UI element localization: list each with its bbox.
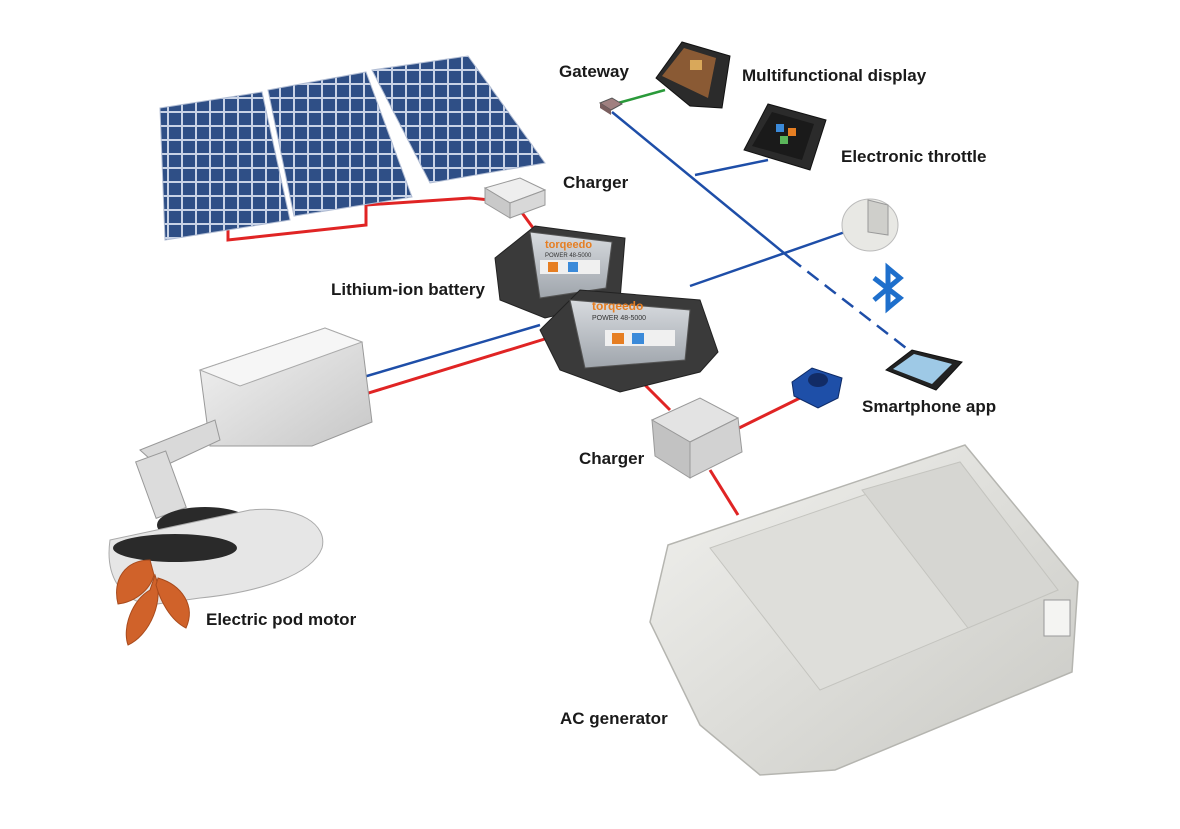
label-charger-bottom: Charger (579, 449, 645, 468)
charger-bottom-device (650, 397, 743, 479)
charger-top-device (483, 177, 547, 219)
label-gateway: Gateway (559, 62, 629, 81)
battery-brand-lower: torqeedo (592, 299, 643, 313)
label-electronic-throttle: Electronic throttle (841, 147, 987, 166)
battery-to-motor-data-cable (359, 323, 541, 380)
lithium-ion-battery-lower: torqeedo POWER 48-5000 (539, 289, 719, 393)
solar-panel-right (371, 55, 546, 184)
label-charger-top: Charger (563, 173, 629, 192)
bluetooth-icon (872, 262, 904, 314)
charger-to-generator-cable (708, 469, 740, 516)
bus-to-display-cable (694, 158, 769, 177)
ac-generator-device (649, 444, 1079, 776)
label-multifunctional-display: Multifunctional display (742, 66, 927, 85)
backbone-cable (611, 111, 791, 259)
label-ac-generator: AC generator (560, 709, 668, 728)
throttle-lever-device (841, 198, 899, 252)
electronic-throttle-device (743, 103, 827, 171)
gateway-to-display-cable (617, 88, 666, 105)
charger-to-shore-cable (734, 396, 801, 432)
solar-panels (159, 55, 546, 241)
propeller (116, 559, 190, 646)
shore-power-plug (791, 367, 843, 409)
smartphone-device (884, 349, 963, 391)
motor-control-box (198, 327, 373, 447)
solar-panel-left (159, 91, 291, 241)
label-lithium-ion-battery: Lithium-ion battery (331, 280, 485, 299)
gateway-device (598, 97, 624, 115)
power-cables (226, 196, 801, 516)
battery-model-lower: POWER 48-5000 (592, 315, 646, 322)
label-smartphone-app: Smartphone app (862, 397, 997, 416)
solar-panel-middle (267, 71, 413, 217)
solar-power-cable (226, 196, 511, 242)
battery-brand-upper: torqeedo (545, 239, 592, 251)
battery-model-upper: POWER 48-5000 (545, 253, 592, 259)
battery-to-motor-power-cable (361, 336, 549, 397)
bus-to-throttle-cable (689, 230, 846, 288)
data-cables (359, 111, 916, 380)
label-electric-pod-motor: Electric pod motor (206, 610, 357, 629)
bluetooth-dashed-link (789, 257, 916, 356)
multifunctional-display-device (655, 41, 731, 109)
